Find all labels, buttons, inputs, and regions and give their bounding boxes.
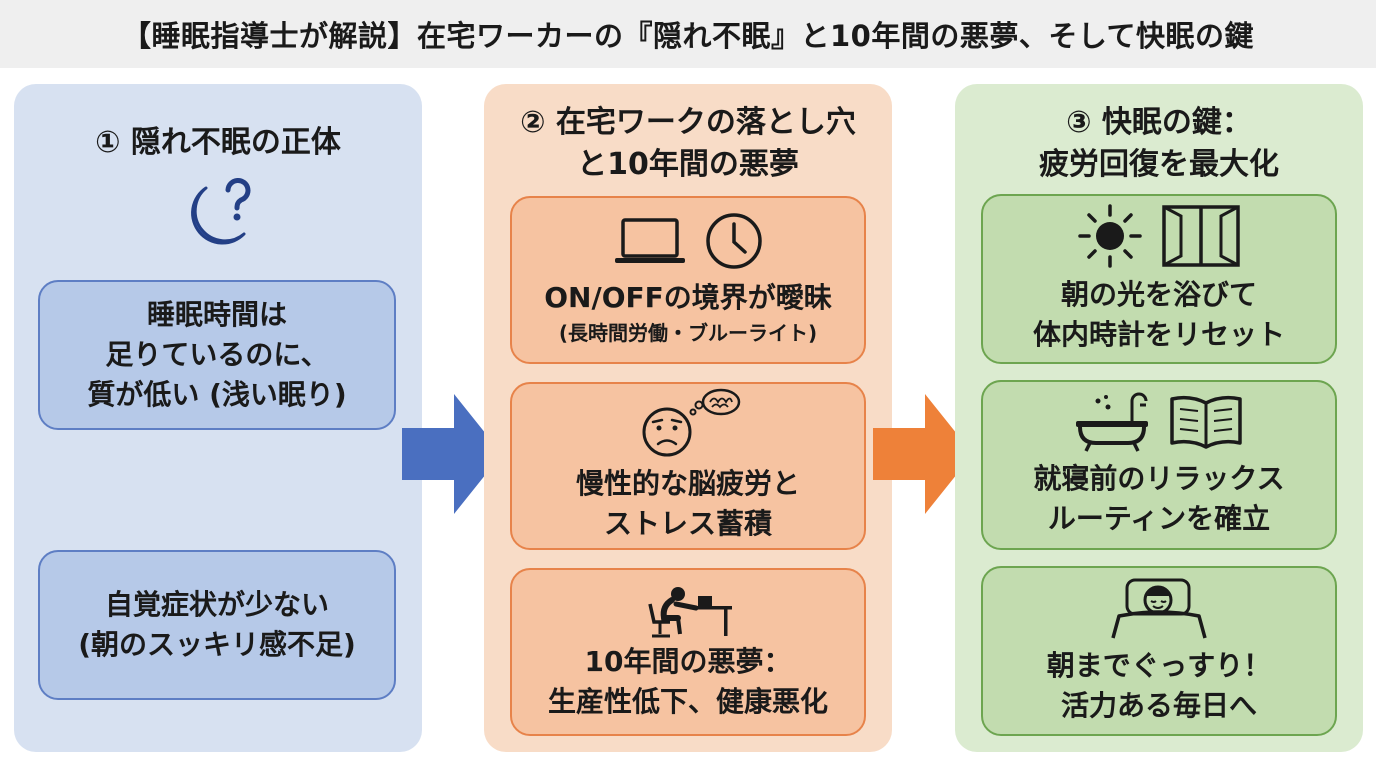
- moon-question-icon: [176, 176, 258, 256]
- book-icon: [1168, 393, 1244, 451]
- hidden-insomnia-card-quality: 睡眠時間は 足りているのに、 質が低い (浅い眠り): [38, 280, 396, 430]
- sleeping-person-icon: [1109, 576, 1209, 640]
- bathtub-icon: [1074, 391, 1150, 453]
- column-heading: ③ 快眠の鍵： 疲労回復を最大化: [1039, 105, 1279, 182]
- hidden-insomnia-card-symptoms: 自覚症状が少ない (朝のスッキリ感不足): [38, 550, 396, 700]
- title-bar: 【睡眠指導士が解説】在宅ワーカーの『隠れ不眠』と10年間の悪夢、そして快眠の鍵: [0, 0, 1376, 68]
- column-remote-work-pitfalls: ② 在宅ワークの落とし穴 と10年間の悪夢 ON/OFFの境界が曖昧 (長時間労…: [484, 84, 892, 752]
- sleep-key-card-relax-routine: 就寝前のリラックス ルーティンを確立: [981, 380, 1337, 550]
- sun-icon: [1077, 203, 1143, 269]
- pitfall-card-boundary: ON/OFFの境界が曖昧 (長時間労働・ブルーライト): [510, 196, 866, 364]
- column-hidden-insomnia: ① 隠れ不眠の正体 睡眠時間は 足りているのに、 質が低い (浅い眠り) 自覚症…: [14, 84, 422, 752]
- clock-icon: [705, 212, 763, 270]
- column-heading: ② 在宅ワークの落とし穴 と10年間の悪夢: [520, 105, 856, 182]
- page-title: 【睡眠指導士が解説】在宅ワーカーの『隠れ不眠』と10年間の悪夢、そして快眠の鍵: [122, 19, 1254, 53]
- flow-arrow-blue: [402, 394, 504, 514]
- sleep-key-card-deep-sleep: 朝までぐっすり！ 活力ある毎日へ: [981, 566, 1337, 736]
- window-icon: [1161, 204, 1241, 268]
- column-sleep-key: ③ 快眠の鍵： 疲労回復を最大化: [955, 84, 1363, 752]
- column-heading: ① 隠れ不眠の正体: [95, 125, 341, 160]
- flow-arrow-orange: [873, 394, 975, 514]
- sleep-key-card-morning-light: 朝の光を浴びて 体内時計をリセット: [981, 194, 1337, 364]
- worried-face-brain-icon: [633, 388, 743, 458]
- pitfall-card-brain-fatigue: 慢性的な脳疲労と ストレス蓄積: [510, 382, 866, 550]
- slumped-worker-icon: [642, 582, 734, 638]
- pitfall-card-ten-year-nightmare: 10年間の悪夢： 生産性低下、健康悪化: [510, 568, 866, 736]
- laptop-icon: [613, 216, 687, 266]
